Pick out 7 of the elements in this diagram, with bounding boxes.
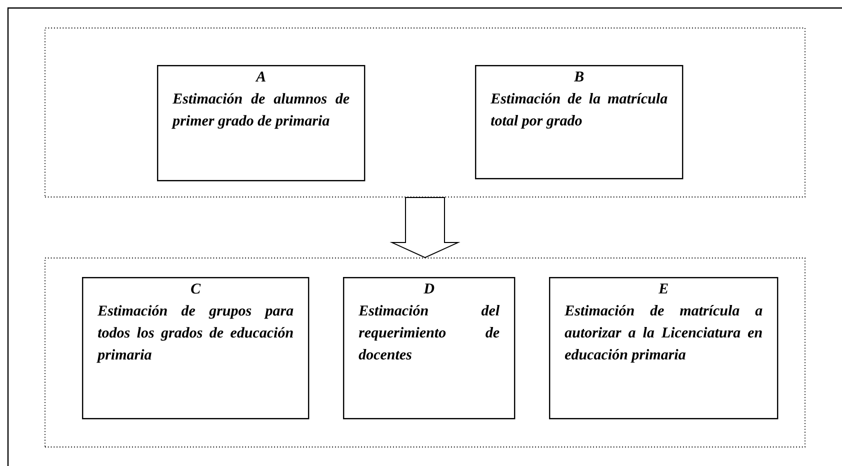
process-box: D Estimación del requerimiento de docentes [343, 277, 516, 420]
process-box: E Estimación de matrícula a autorizar a la Licenciatura en educación primaria [549, 277, 778, 420]
process-box: C Estimación de grupos para todos los grados de educación primaria [82, 277, 310, 420]
process-box: A Estimación de alumnos de primer grado de primaria [157, 65, 366, 182]
group-frame [44, 258, 806, 448]
process-box: B Estimación de la matrícula total por grado [475, 65, 684, 180]
group-frame [44, 28, 806, 198]
